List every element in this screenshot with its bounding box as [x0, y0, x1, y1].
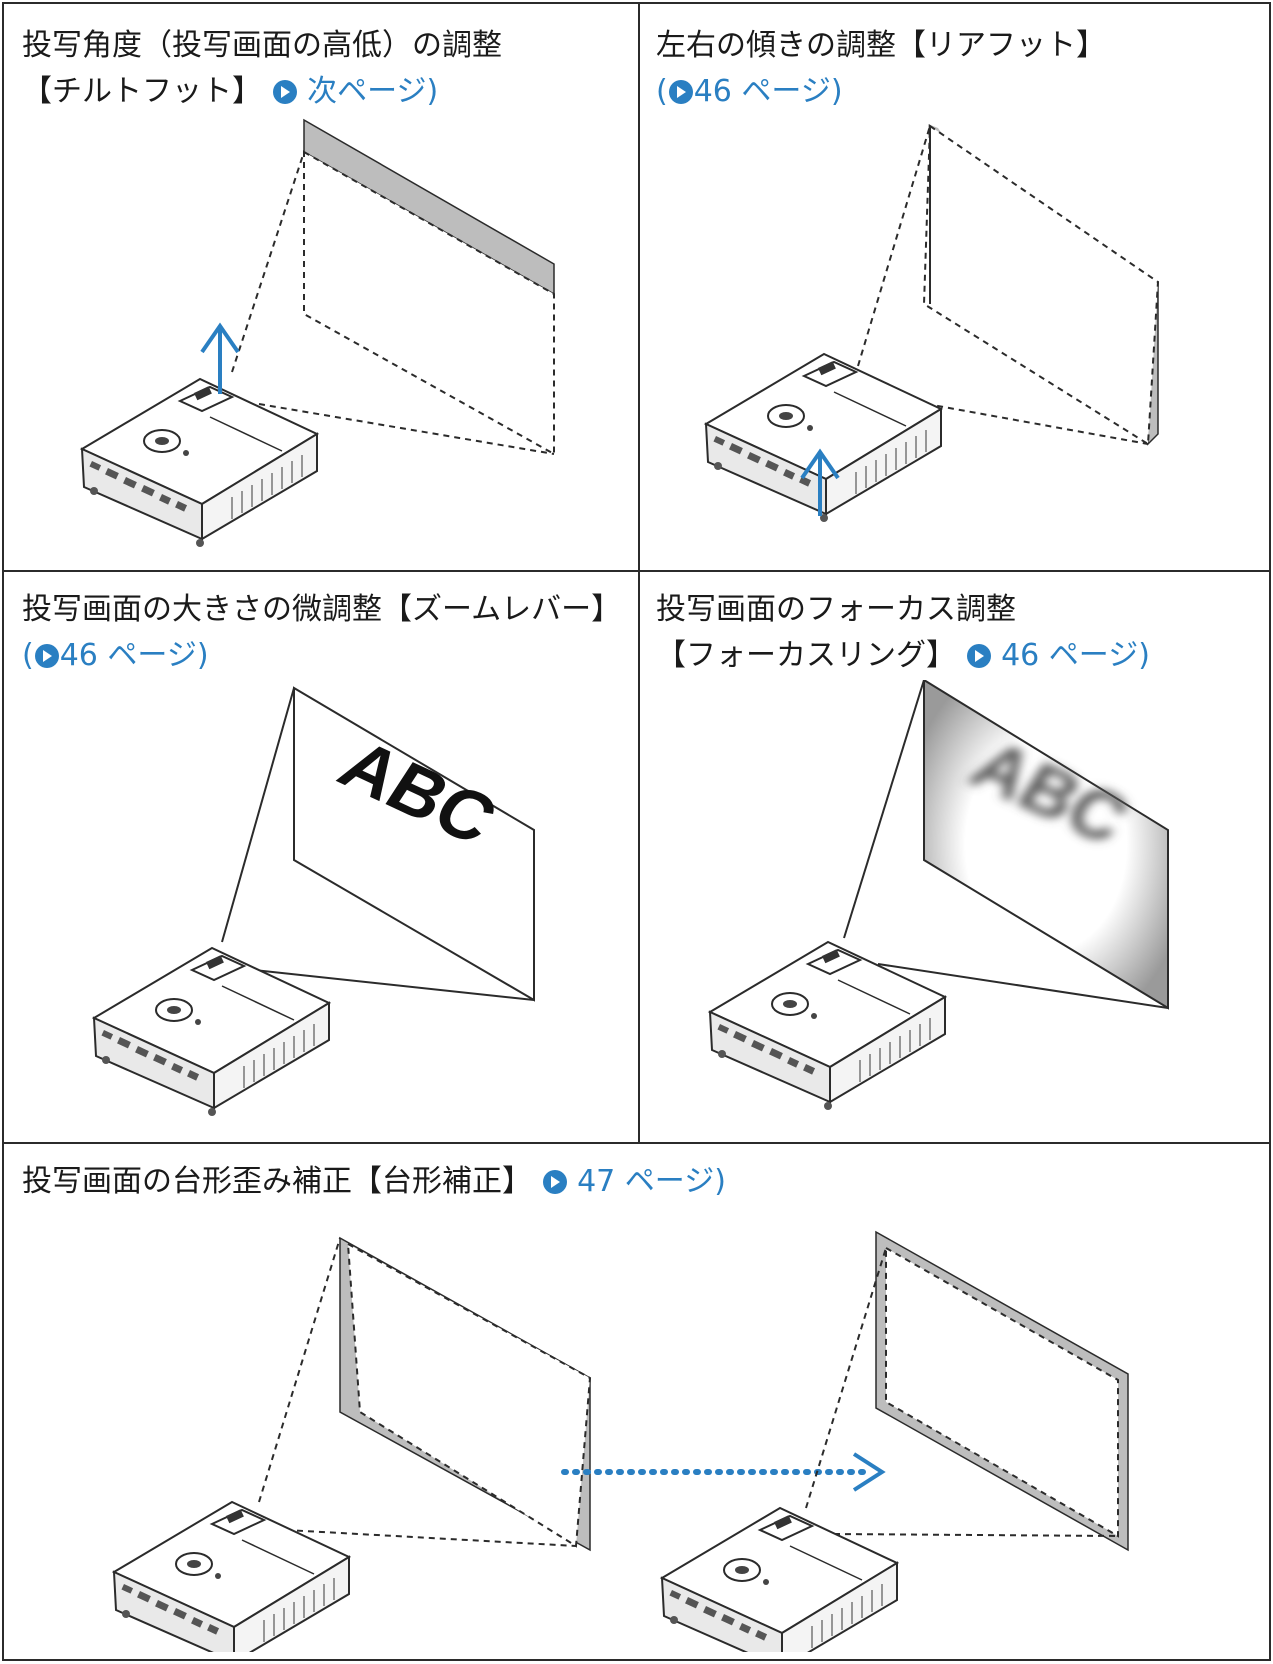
corrected-screen	[885, 1246, 1119, 1538]
distorted-screen	[346, 1242, 592, 1548]
up-arrow-icon	[200, 322, 240, 394]
focus-illustration: ABC	[709, 680, 1169, 1111]
keystone-illustration	[113, 1230, 1129, 1652]
projected-screen	[922, 124, 1160, 446]
panel-title: 投写角度（投写画面の高低）の調整	[22, 28, 502, 63]
row-divider	[4, 570, 1269, 572]
panel-rear-foot: 左右の傾きの調整【リアフット】 (46 ページ)	[638, 4, 1268, 568]
projector-illustration	[661, 1507, 898, 1652]
panel-focus-ring: 投写画面のフォーカス調整 【フォーカスリング】 46 ページ) ABC	[638, 570, 1268, 1138]
panel-title: 投写画面の大きさの微調整【ズームレバー】	[22, 592, 622, 627]
panel-title-line2: 【チルトフット】 次ページ)	[22, 74, 439, 109]
page-reference-link[interactable]: (46 ページ)	[22, 638, 209, 673]
circle-arrow-icon	[668, 80, 693, 104]
panel-tilt-foot: 投写角度（投写画面の高低）の調整 【チルトフット】 次ページ)	[4, 4, 634, 568]
panel-title: 左右の傾きの調整【リアフット】	[656, 28, 1106, 63]
row-divider	[4, 1142, 1269, 1144]
circle-arrow-icon	[34, 644, 59, 668]
projector-illustration	[93, 947, 330, 1117]
circle-arrow-icon	[272, 80, 297, 104]
up-arrow-icon	[800, 448, 840, 516]
circle-arrow-icon	[966, 644, 991, 668]
projector-illustration	[709, 941, 946, 1111]
column-divider	[638, 4, 640, 570]
panel-title-line2: (46 ページ)	[22, 636, 209, 676]
column-divider	[638, 570, 640, 1142]
panel-zoom-lever: 投写画面の大きさの微調整【ズームレバー】 (46 ページ) ABC	[4, 570, 634, 1138]
panel-title-line2: (46 ページ)	[656, 72, 843, 112]
projector-illustration	[81, 378, 318, 548]
projected-screen	[923, 680, 1169, 1010]
circle-arrow-icon	[542, 1170, 567, 1194]
page-reference-link[interactable]: (46 ページ)	[656, 74, 843, 109]
page-reference-link[interactable]: 46 ページ)	[966, 638, 1150, 673]
dotted-right-arrow-icon	[561, 1452, 886, 1492]
projector-illustration	[705, 353, 942, 523]
panel-title: 投写画面のフォーカス調整	[656, 592, 1016, 627]
panel-title: 投写画面の台形歪み補正【台形補正】 47 ページ)	[22, 1164, 726, 1199]
projected-screen	[303, 150, 555, 456]
projected-screen	[293, 686, 535, 1002]
panel-title-line2: 【フォーカスリング】 46 ページ)	[656, 638, 1150, 673]
page-reference-link[interactable]: 47 ページ)	[542, 1164, 726, 1199]
zoom-illustration: ABC	[93, 686, 535, 1117]
projector-illustration	[113, 1501, 350, 1652]
tilt-illustration	[81, 118, 555, 548]
rear-foot-illustration	[705, 124, 1160, 523]
page-reference-link[interactable]: 次ページ)	[272, 74, 438, 109]
panel-keystone: 投写画面の台形歪み補正【台形補正】 47 ページ)	[4, 1142, 1268, 1660]
